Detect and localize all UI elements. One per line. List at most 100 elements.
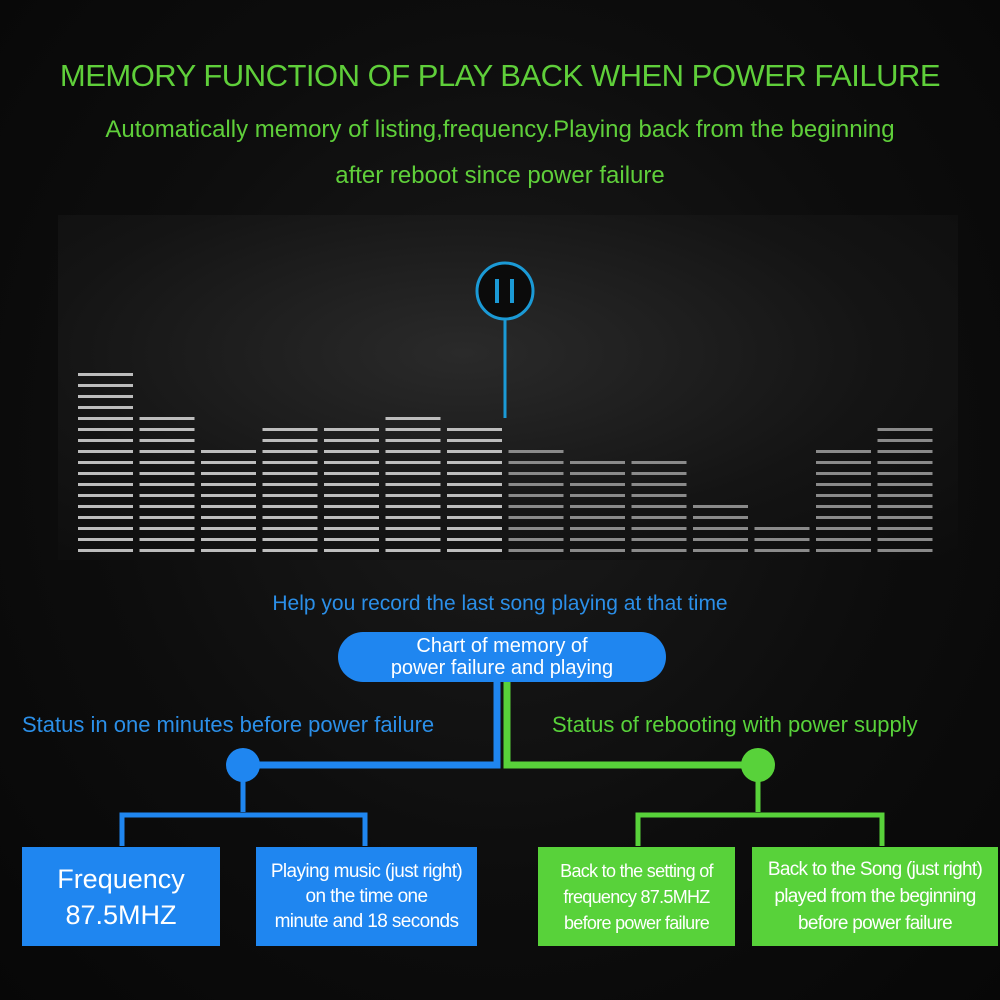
eq-segment	[693, 538, 748, 541]
eq-segment	[754, 527, 810, 530]
left-branch-label: Status in one minutes before power failu…	[22, 712, 435, 737]
eq-segment	[447, 472, 502, 475]
eq-segment	[816, 461, 871, 464]
eq-segment	[201, 450, 256, 453]
eq-segment	[570, 549, 625, 552]
eq-segment	[262, 428, 318, 431]
eq-segment	[877, 527, 933, 530]
back-song-line3: before power failure	[798, 913, 953, 934]
eq-segment	[508, 461, 564, 464]
eq-segment	[877, 494, 933, 497]
eq-segment	[78, 472, 133, 475]
eq-segment	[78, 483, 133, 486]
eq-segment	[139, 516, 195, 519]
eq-segment	[693, 505, 748, 508]
frequency-box-line1: Frequency	[57, 863, 185, 894]
blue-connector-fork	[119, 812, 368, 846]
eq-segment	[508, 505, 564, 508]
eq-segment	[139, 527, 195, 530]
eq-segment	[385, 428, 441, 431]
playing-music-box: Playing music (just right) on the time o…	[256, 847, 477, 946]
playing-music-line1: Playing music (just right)	[270, 861, 463, 882]
eq-segment	[570, 483, 625, 486]
eq-segment	[385, 494, 441, 497]
eq-segment	[201, 461, 256, 464]
eq-segment	[139, 505, 195, 508]
eq-segment	[139, 428, 195, 431]
eq-segment	[385, 505, 441, 508]
playing-music-line3: minute and 18 seconds	[274, 911, 459, 932]
frequency-box: Frequency 87.5MHZ	[22, 847, 220, 946]
eq-segment	[385, 461, 441, 464]
eq-segment	[385, 417, 441, 420]
eq-segment	[78, 450, 133, 453]
eq-segment	[324, 450, 379, 453]
eq-segment	[78, 538, 133, 541]
eq-segment	[508, 538, 564, 541]
eq-segment	[877, 505, 933, 508]
eq-segment	[508, 472, 564, 475]
eq-segment	[570, 494, 625, 497]
pause-icon	[475, 261, 535, 321]
pause-bar-left	[495, 279, 499, 303]
eq-segment	[139, 450, 195, 453]
right-branch-label: Status of rebooting with power supply	[552, 712, 918, 737]
eq-segment	[262, 516, 318, 519]
eq-segment	[877, 483, 933, 486]
eq-segment	[324, 527, 379, 530]
eq-segment	[570, 516, 625, 519]
eq-segment	[508, 527, 564, 530]
eq-segment	[693, 516, 748, 519]
eq-segment	[877, 428, 933, 431]
eq-segment	[324, 428, 379, 431]
eq-segment	[508, 494, 564, 497]
eq-segment	[570, 461, 625, 464]
eq-segment	[139, 494, 195, 497]
eq-segment	[570, 472, 625, 475]
eq-segment	[385, 450, 441, 453]
page-title: MEMORY FUNCTION OF PLAY BACK WHEN POWER …	[59, 58, 941, 93]
eq-segment	[201, 505, 256, 508]
eq-segment	[201, 516, 256, 519]
eq-segment	[877, 439, 933, 442]
eq-segment	[385, 516, 441, 519]
eq-segment	[201, 549, 256, 552]
eq-segment	[631, 461, 687, 464]
equalizer-bars	[78, 373, 933, 552]
eq-segment	[201, 527, 256, 530]
eq-segment	[816, 549, 871, 552]
back-setting-line2: frequency 87.5MHZ	[563, 886, 710, 907]
eq-segment	[877, 549, 933, 552]
subtitle-line-2: after reboot since power failure	[335, 162, 665, 189]
eq-segment	[78, 395, 133, 398]
eq-segment	[631, 538, 687, 541]
eq-segment	[262, 494, 318, 497]
eq-segment	[78, 505, 133, 508]
eq-segment	[631, 505, 687, 508]
eq-segment	[262, 505, 318, 508]
eq-segment	[78, 439, 133, 442]
center-pill	[338, 632, 666, 682]
eq-segment	[78, 417, 133, 420]
pause-bar-right	[510, 279, 514, 303]
eq-segment	[78, 384, 133, 387]
eq-segment	[385, 549, 441, 552]
eq-segment	[816, 505, 871, 508]
eq-segment	[262, 549, 318, 552]
eq-segment	[631, 549, 687, 552]
eq-segment	[693, 527, 748, 530]
eq-segment	[816, 527, 871, 530]
eq-segment	[262, 527, 318, 530]
eq-segment	[324, 439, 379, 442]
eq-segment	[262, 472, 318, 475]
eq-segment	[78, 406, 133, 409]
eq-segment	[201, 494, 256, 497]
eq-segment	[78, 516, 133, 519]
blue-connector-main	[240, 682, 501, 769]
eq-segment	[877, 472, 933, 475]
back-song-box: Back to the Song (just right) played fro…	[752, 847, 998, 946]
eq-segment	[693, 549, 748, 552]
eq-segment	[78, 549, 133, 552]
